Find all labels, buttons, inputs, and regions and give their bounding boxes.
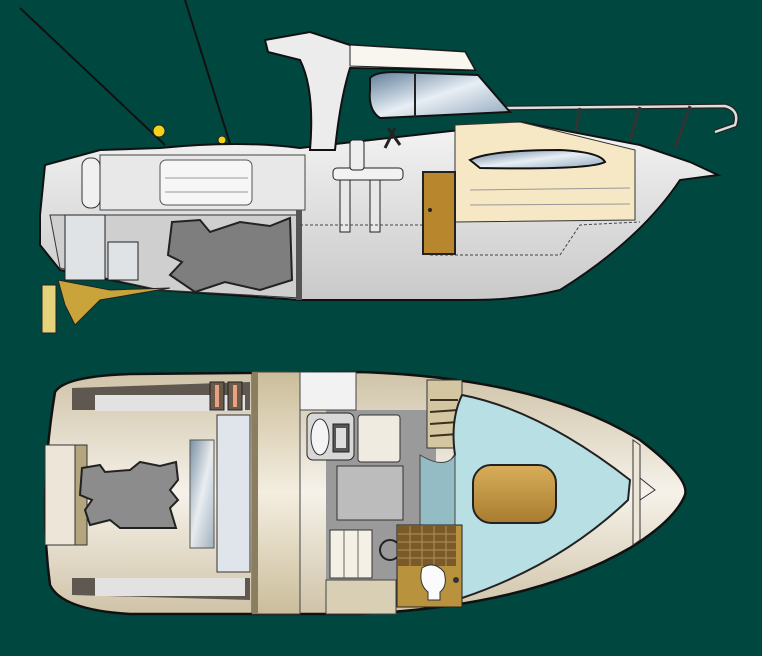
dinette-cushion	[357, 414, 401, 463]
dinette-seat	[329, 529, 373, 579]
rod-holders	[209, 381, 243, 411]
cabin-windows	[368, 70, 513, 120]
hull-portlight	[468, 148, 607, 170]
engine-hatch	[78, 460, 180, 529]
rod-reel-icon	[152, 124, 166, 138]
steering-wheel	[383, 127, 402, 149]
fishing-rod	[19, 7, 166, 146]
engine	[166, 216, 294, 294]
storage-box	[64, 214, 106, 281]
forward-cabin	[454, 121, 636, 223]
helm-bulkhead	[251, 371, 301, 615]
transom-seat	[44, 444, 76, 546]
galley-sink	[310, 418, 330, 456]
stern-seat	[159, 159, 253, 206]
rod-reel-icon	[217, 135, 227, 145]
side-profile-view	[19, 0, 739, 334]
cabin-door	[422, 171, 456, 255]
storage-box	[107, 241, 139, 281]
outdrive	[41, 279, 171, 334]
fishing-rod	[184, 0, 233, 151]
teak-grate	[398, 526, 456, 566]
dinette-table	[336, 465, 404, 521]
v-berth-table	[472, 464, 557, 524]
bow-cleat	[639, 477, 656, 501]
helm-seats	[332, 139, 404, 233]
stern-light	[81, 157, 101, 209]
plan-view	[43, 370, 687, 616]
bench-panel	[216, 414, 251, 573]
bench-panel	[189, 439, 215, 549]
toilet	[420, 564, 446, 601]
